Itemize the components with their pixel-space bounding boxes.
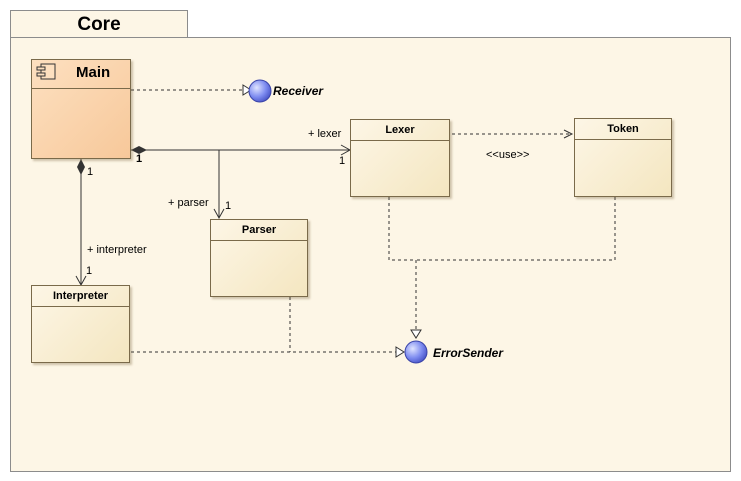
lexer-errorsender-realization [388, 197, 417, 330]
parser-class[interactable]: Parser [210, 219, 308, 297]
package-name: Core [77, 14, 121, 35]
package-tab: Core [10, 10, 188, 37]
navigable-arrowhead [213, 208, 225, 220]
errorsender-interface-icon [404, 340, 428, 364]
main-header: Main [32, 60, 130, 89]
errorsender-label: ErrorSender [433, 346, 504, 360]
main-name: Main [76, 64, 111, 81]
multiplicity-main-interpreter: 1 [87, 166, 94, 178]
interpreter-role-label: + interpreter [87, 244, 147, 256]
lexer-name: Lexer [351, 120, 449, 141]
parser-name: Parser [211, 220, 307, 241]
realization-arrowhead [242, 84, 252, 96]
composition-diamond [131, 146, 147, 154]
use-stereotype-label: <<use>> [486, 149, 530, 161]
receiver-label: Receiver [273, 84, 324, 98]
interpreter-name: Interpreter [32, 286, 129, 307]
token-errorsender-realization [416, 197, 616, 261]
receiver-interface-icon [248, 79, 272, 103]
lexer-role-label: + lexer [308, 128, 342, 140]
multiplicity-parser: 1 [225, 200, 232, 212]
multiplicity-interpreter: 1 [86, 265, 93, 277]
realization-arrowhead [395, 346, 405, 358]
interpreter-class[interactable]: Interpreter [31, 285, 130, 363]
composition-diamond [77, 159, 85, 175]
lexer-class[interactable]: Lexer [350, 119, 450, 197]
token-name: Token [575, 119, 671, 140]
realization-arrowhead [410, 329, 422, 339]
multiplicity-main-lexer: 1 [136, 153, 143, 165]
token-class[interactable]: Token [574, 118, 672, 197]
multiplicity-lexer: 1 [339, 155, 346, 167]
component-icon [36, 63, 56, 80]
dependency-arrowhead [563, 129, 574, 139]
parser-role-label: + parser [168, 197, 209, 209]
main-component[interactable]: Main [31, 59, 131, 159]
